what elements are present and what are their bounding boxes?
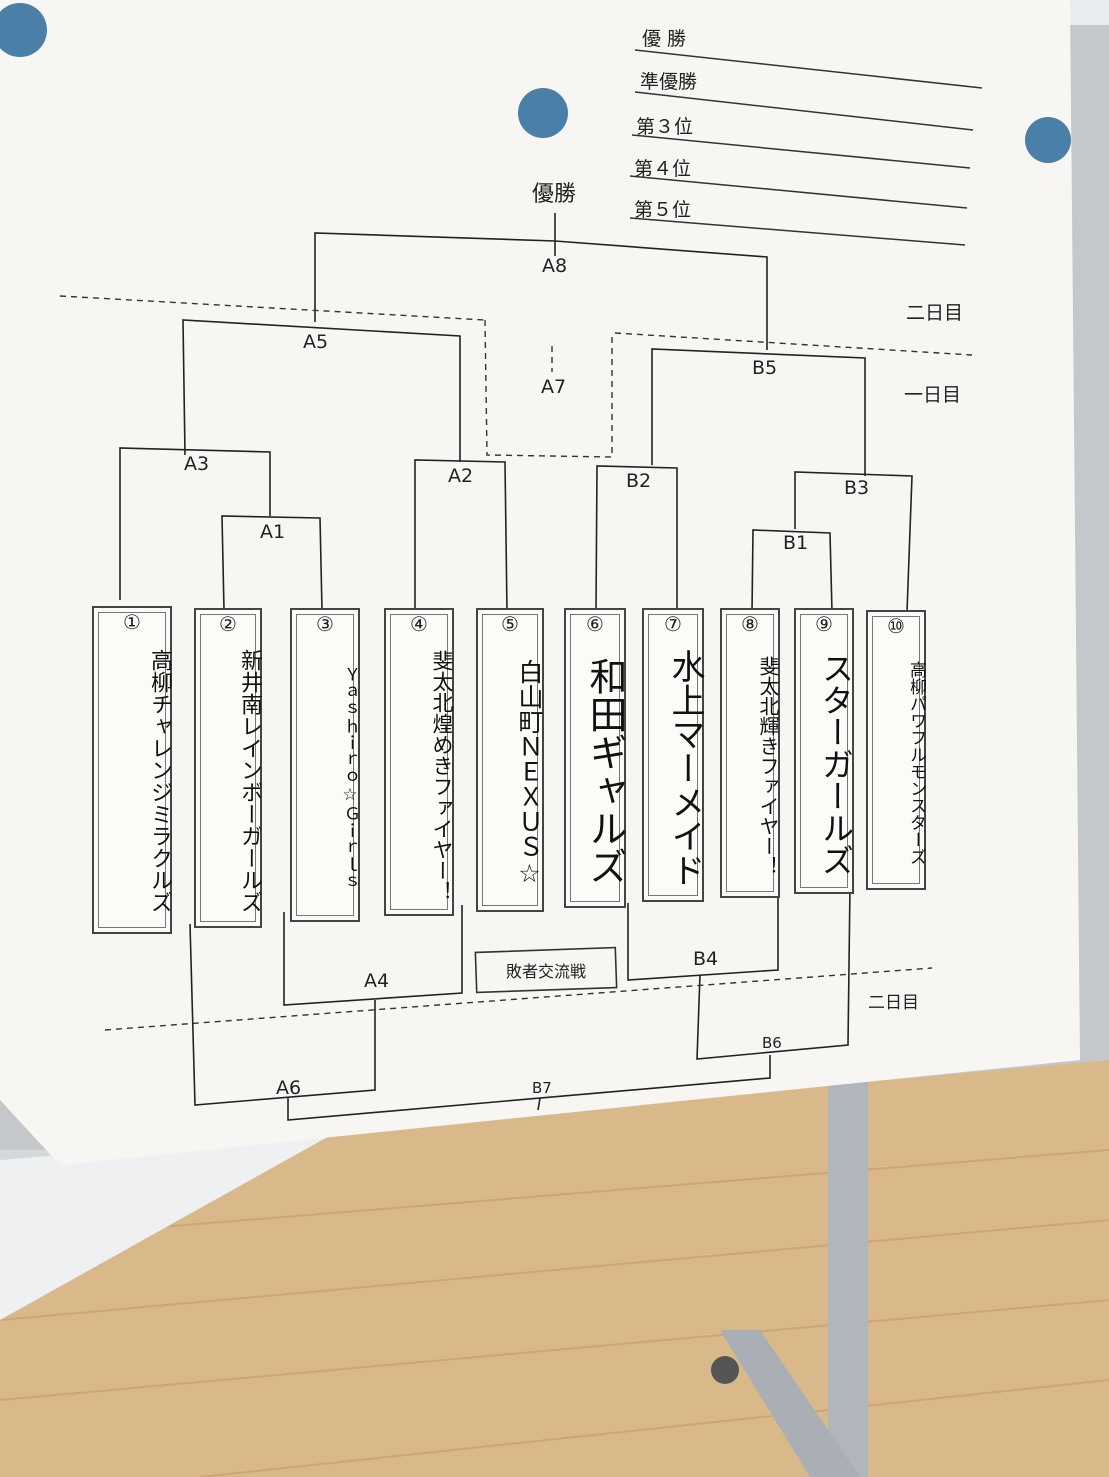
team-card-5: ⑤ 白山町ＮＥＸＵＳ☆ <box>476 608 544 912</box>
match-a5: A5 <box>303 331 329 353</box>
team-number: ⑩ <box>887 614 905 638</box>
day2-label-bottom: 二日目 <box>868 993 919 1013</box>
stand-pole <box>828 1080 868 1477</box>
team-name: 斐太北輝きファイヤー！ <box>756 656 780 876</box>
team-name: 高柳パワフルモンスターズ <box>906 661 926 865</box>
loser-bracket-label: 敗者交流戦 <box>506 962 587 981</box>
magnet-icon <box>518 88 568 138</box>
match-a4: A4 <box>364 970 390 992</box>
team-number: ⑦ <box>664 612 682 636</box>
team-name: 白山町ＮＥＸＵＳ☆ <box>515 658 544 888</box>
match-a6: A6 <box>276 1077 302 1099</box>
team-name: 和田ギャルズ <box>583 656 627 885</box>
team-number: ③ <box>316 612 334 636</box>
match-b5: B5 <box>752 357 778 379</box>
team-number: ⑤ <box>501 612 519 636</box>
team-number: ⑥ <box>586 612 604 636</box>
match-b6: B6 <box>762 1034 782 1052</box>
team-number: ④ <box>410 612 428 636</box>
rank-1st: 優 勝 <box>642 28 687 50</box>
match-b4: B4 <box>693 948 719 970</box>
team-name: スターガールズ <box>817 652 855 876</box>
team-name: Ｙａｓｈｉｒｏ☆Ｇｉｒｌｓ <box>340 666 360 890</box>
match-b7: B7 <box>532 1079 552 1097</box>
match-b1: B1 <box>783 532 809 554</box>
team-number: ② <box>219 612 237 636</box>
team-card-4: ④ 斐太北煌めきファイヤー！ <box>384 608 454 916</box>
day1-label: 一日目 <box>904 384 962 406</box>
team-card-6: ⑥ 和田ギャルズ <box>564 608 627 908</box>
final-title: 優勝 <box>532 182 577 207</box>
match-a3: A3 <box>184 453 210 475</box>
loser-bracket-box <box>474 946 618 994</box>
match-a7: A7 <box>541 376 567 398</box>
team-name: 斐太北煌めきファイヤー！ <box>430 650 454 902</box>
team-name: 新井南レインボーガールズ <box>237 648 262 913</box>
team-number: ⑨ <box>815 612 833 636</box>
team-name: 水上マーメイド <box>665 649 705 887</box>
magnet-icon <box>1025 117 1071 163</box>
team-card-8: ⑧ 斐太北輝きファイヤー！ <box>720 608 780 898</box>
match-b3: B3 <box>844 477 870 499</box>
team-card-2: ② 新井南レインボーガールズ <box>194 608 262 928</box>
match-a1: A1 <box>260 521 286 543</box>
day2-label-top: 二日目 <box>906 302 964 324</box>
rank-4th: 第４位 <box>634 158 692 180</box>
match-a8: A8 <box>542 255 568 277</box>
magnet-icon <box>0 3 47 57</box>
team-card-7: ⑦ 水上マーメイド <box>642 608 705 902</box>
rank-5th: 第５位 <box>634 199 692 221</box>
rank-3rd: 第３位 <box>636 116 694 138</box>
team-number: ⑧ <box>741 612 759 636</box>
team-card-1: ① 高柳チャレンジミラクルズ <box>92 606 172 934</box>
team-name: 高柳チャレンジミラクルズ <box>147 649 172 913</box>
match-a2: A2 <box>448 465 474 487</box>
team-card-9: ⑨ スターガールズ <box>794 608 855 894</box>
match-b2: B2 <box>626 470 652 492</box>
rank-2nd: 準優勝 <box>640 71 698 93</box>
team-number: ① <box>123 610 141 634</box>
team-card-3: ③ Ｙａｓｈｉｒｏ☆Ｇｉｒｌｓ <box>290 608 360 922</box>
team-card-10: ⑩ 高柳パワフルモンスターズ <box>866 610 926 890</box>
stand-leg <box>720 1330 860 1477</box>
